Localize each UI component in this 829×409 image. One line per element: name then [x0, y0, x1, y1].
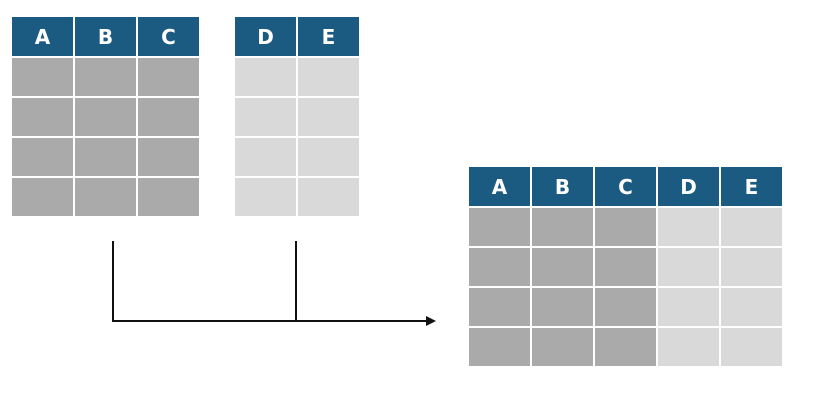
left-table-cell-a-4	[12, 178, 73, 216]
merged-table-cell-a-2	[469, 248, 530, 286]
left-table-cell-c-2	[138, 98, 199, 136]
right-table-cell-e-3	[298, 138, 359, 176]
right-table-cell-d-1	[235, 58, 296, 96]
right-table-cell-e-4	[298, 178, 359, 216]
left-table-cell-b-1	[75, 58, 136, 96]
merged-table-cell-e-2	[721, 248, 782, 286]
left-table-header-b: B	[75, 17, 136, 56]
merged-table-cell-c-2	[595, 248, 656, 286]
merged-table-cell-b-3	[532, 288, 593, 326]
merged-table-cell-c-3	[595, 288, 656, 326]
merged-table-cell-b-1	[532, 208, 593, 246]
left-table-header-a: A	[12, 17, 73, 56]
left-table-cell-c-1	[138, 58, 199, 96]
merged-table-cell-c-4	[595, 328, 656, 366]
merged-table-cell-a-3	[469, 288, 530, 326]
left-table-cell-b-4	[75, 178, 136, 216]
left-table-cell-c-3	[138, 138, 199, 176]
right-table-cell-d-4	[235, 178, 296, 216]
left-table-cell-b-2	[75, 98, 136, 136]
merged-table-header-e: E	[721, 167, 782, 206]
merged-table-cell-e-4	[721, 328, 782, 366]
merged-table-header-c: C	[595, 167, 656, 206]
merged-table-cell-b-2	[532, 248, 593, 286]
right-table-cell-e-1	[298, 58, 359, 96]
left-table-cell-a-2	[12, 98, 73, 136]
left-table-cell-a-3	[12, 138, 73, 176]
merged-table-cell-a-4	[469, 328, 530, 366]
merged-table-header-d: D	[658, 167, 719, 206]
right-table-cell-e-2	[298, 98, 359, 136]
left-table-cell-b-3	[75, 138, 136, 176]
right-table-cell-d-2	[235, 98, 296, 136]
right-table-cell-d-3	[235, 138, 296, 176]
merged-table-cell-a-1	[469, 208, 530, 246]
merged-table-cell-d-4	[658, 328, 719, 366]
right-table-header-e: E	[298, 17, 359, 56]
merged-table-header-b: B	[532, 167, 593, 206]
arrow-right-icon	[426, 316, 436, 326]
merged-table-cell-c-1	[595, 208, 656, 246]
merged-table-cell-d-2	[658, 248, 719, 286]
left-table-header-c: C	[138, 17, 199, 56]
left-table-cell-c-4	[138, 178, 199, 216]
merged-table-cell-e-1	[721, 208, 782, 246]
left-table-cell-a-1	[12, 58, 73, 96]
merged-table-cell-b-4	[532, 328, 593, 366]
merged-table-header-a: A	[469, 167, 530, 206]
right-table-header-d: D	[235, 17, 296, 56]
merged-table-cell-d-1	[658, 208, 719, 246]
merged-table-cell-d-3	[658, 288, 719, 326]
merged-table-cell-e-3	[721, 288, 782, 326]
